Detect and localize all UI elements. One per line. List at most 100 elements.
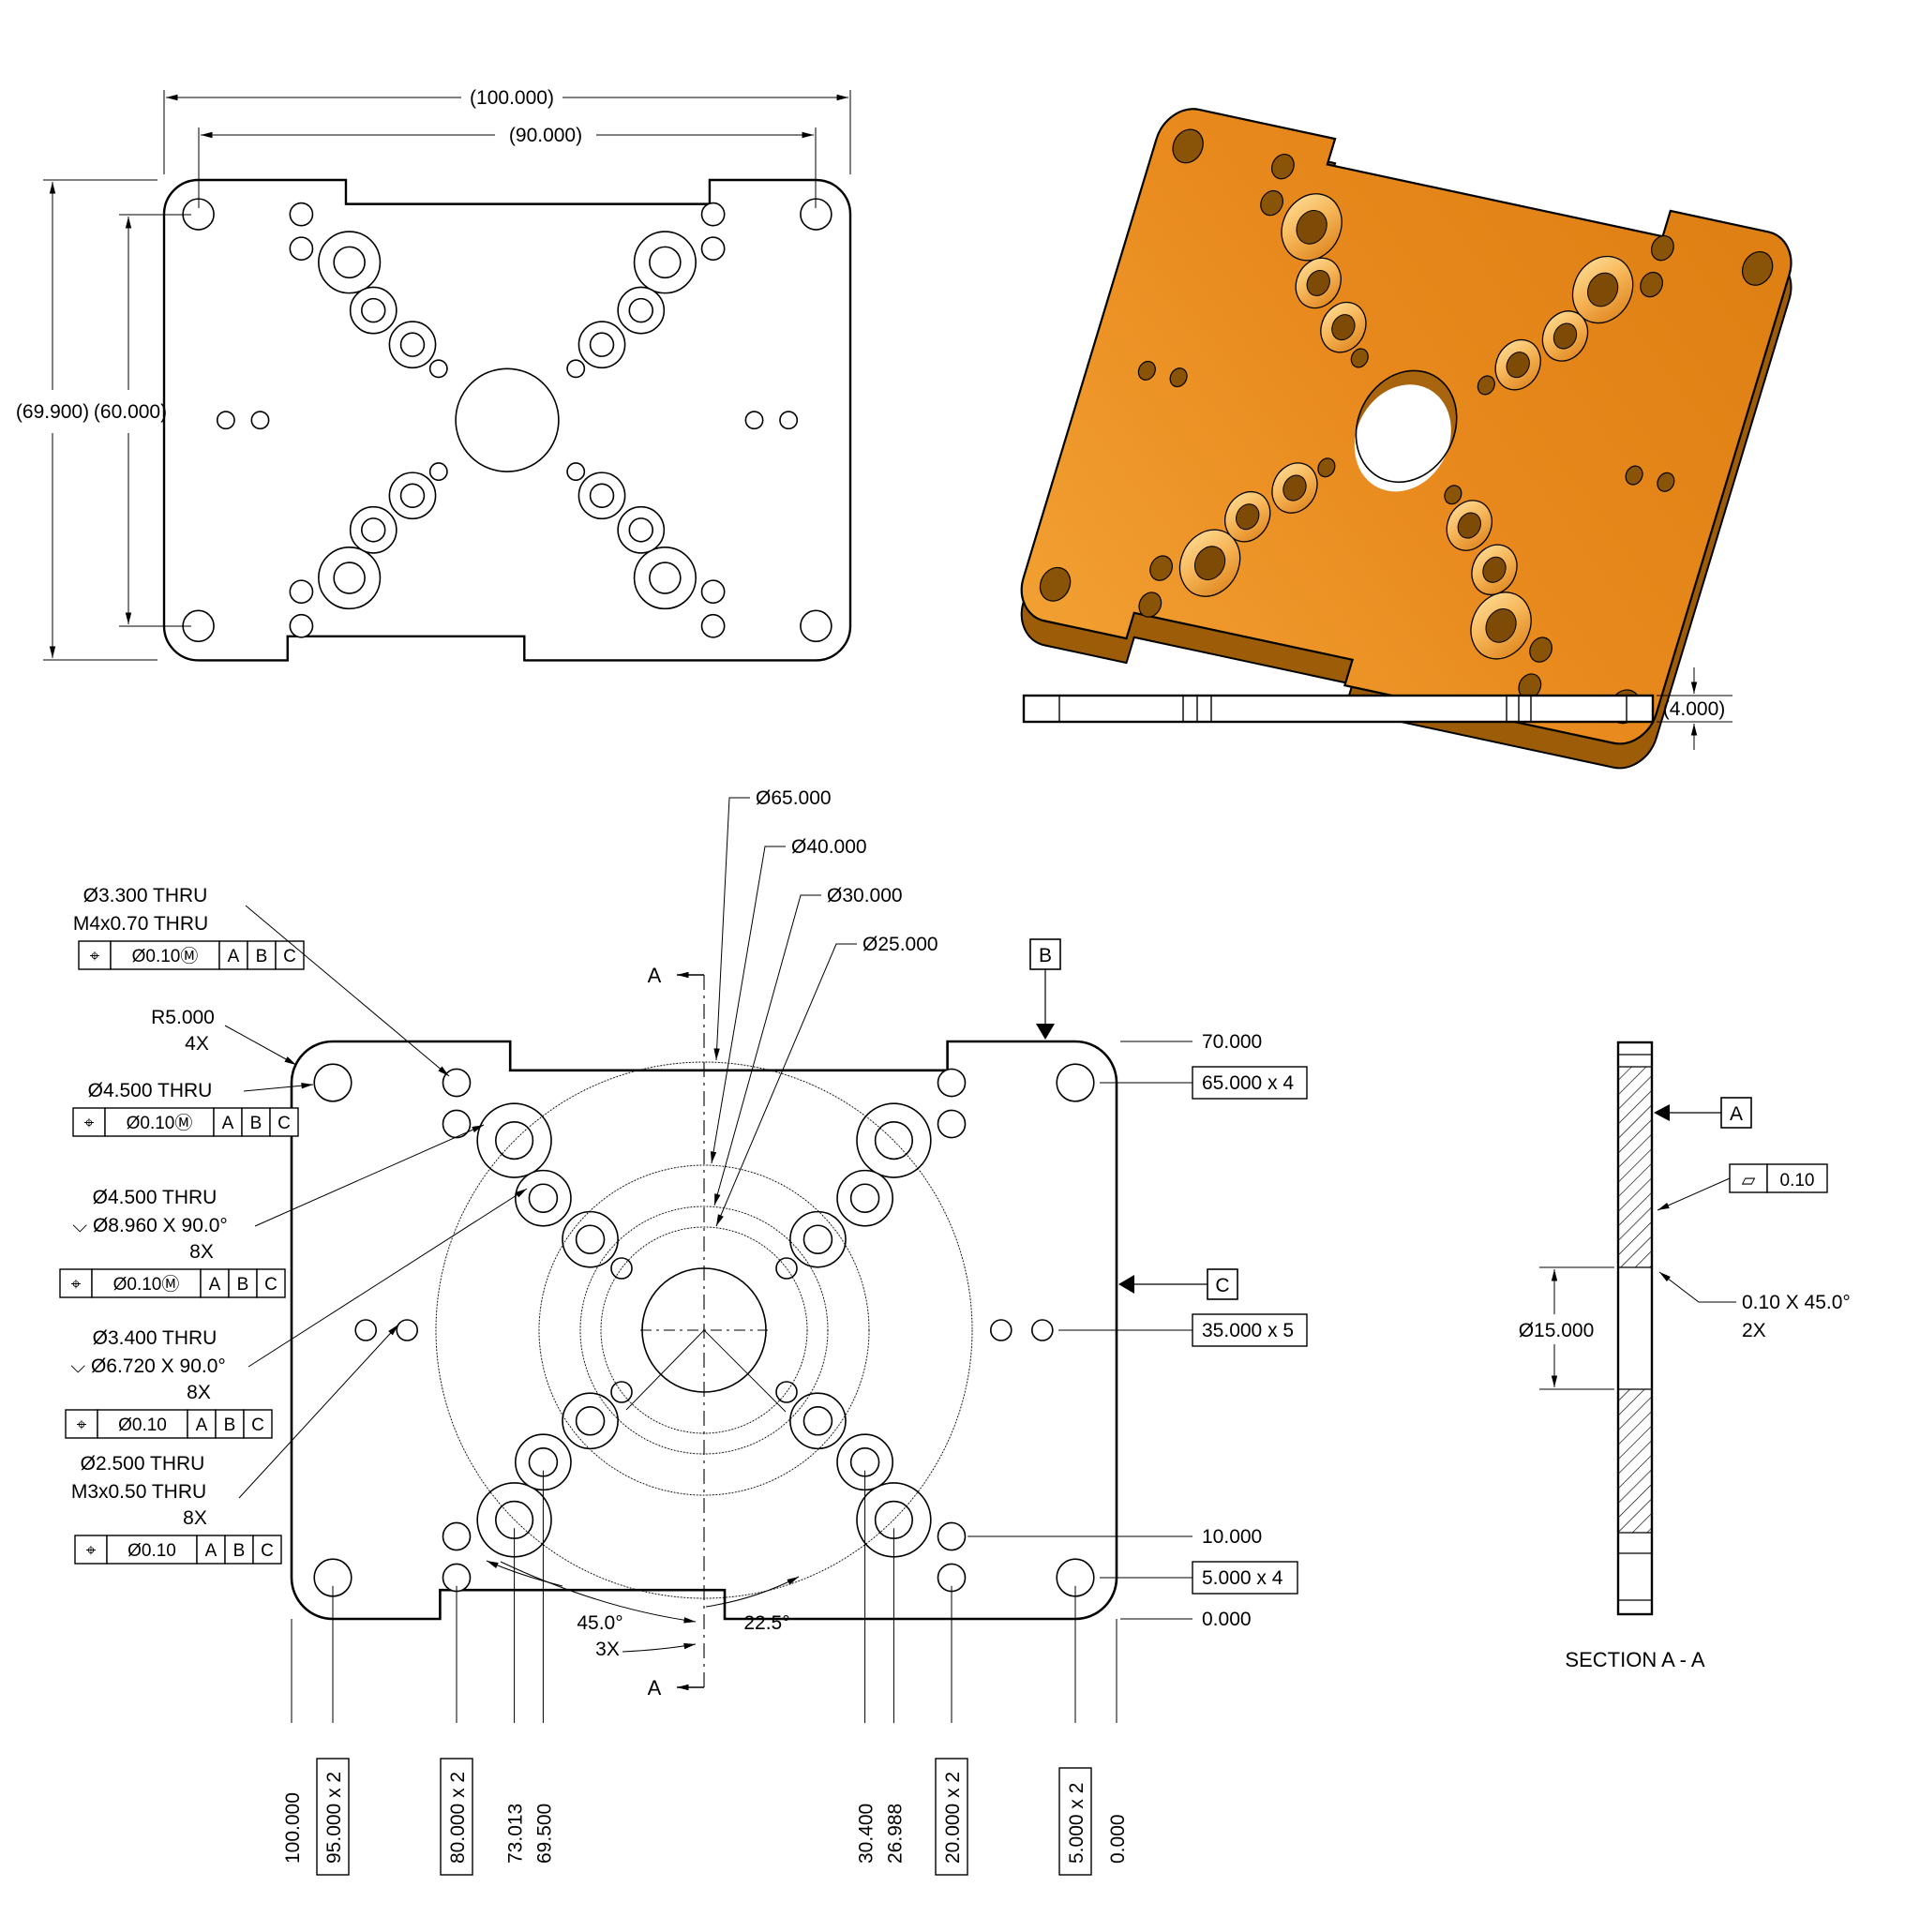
side-view: (4.000) [1022,667,1732,750]
ordinate-label: 30.400 [856,1804,878,1864]
fcf-cell-text: A [209,1275,221,1295]
m3-hole [1032,1320,1053,1340]
angle-45-count: 3X [595,1639,620,1660]
m3-hole [611,1382,632,1402]
callout-line: Ø3.400 THRU [93,1327,218,1349]
flatness-value: 0.10 [1780,1171,1815,1191]
m3-hole [1349,347,1371,368]
m4-hole [702,580,725,603]
fcf-cell-text: B [224,1415,236,1435]
countersink-bore [629,299,652,322]
m4-hole [442,1522,470,1550]
ordinate-label: 26.988 [884,1804,906,1864]
callout-line: Ø3.300 THRU [83,885,208,906]
callout-line: ⌵ Ø6.720 X 90.0° [70,1355,226,1377]
countersink-bore [401,333,425,356]
diameter-label: Ø40.000 [791,836,867,858]
countersink-bore [362,299,385,322]
fcf-cell [104,1107,215,1137]
countersink-bore [1304,268,1333,297]
section-title: SECTION A - A [1565,1648,1704,1671]
ordinate-label: 100.000 [282,1792,304,1864]
countersink-bore [1504,350,1533,379]
angle-225-label: 22.5° [743,1612,789,1634]
leader-line [248,1188,528,1368]
fcf-cell-text: C [264,1275,278,1295]
fcf-cell [187,1409,217,1439]
ordinate-label: 73.013 [505,1804,527,1864]
bore-dim: Ø15.000 [1511,1266,1614,1390]
m3-hole [1476,374,1497,396]
m3-hole [1168,367,1190,388]
countersink-bore [577,1225,605,1253]
section-hatch-upper [1619,1067,1651,1267]
chamfer-count: 2X [1742,1320,1766,1341]
top-view-plate [164,180,850,660]
section-arrow-top-label: A [648,964,662,987]
leader-line [254,1124,485,1227]
fcf-cell [224,1535,254,1565]
dim-label-60: (60.000) [94,401,167,423]
fcf-cell-text: C [278,1114,291,1133]
fcf-cell-text: A [205,1541,218,1561]
fcf-cell [241,1107,271,1137]
callout-line: Ø4.500 THRU [93,1187,218,1208]
countersink-bore [1191,544,1229,583]
fcf-cell-text: ⌖ [84,1114,95,1133]
fcf-cell-text: C [261,1541,274,1561]
m4-hole [702,237,725,260]
ordinate-label: 69.500 [533,1804,555,1864]
center-lines [625,1329,787,1413]
datum-a-flag: A [1654,1097,1752,1129]
corner-hole [1169,127,1208,166]
top-view: (100.000) (90.000) (69.900) (60.000) [16,87,850,660]
fcf-cell-text: B [237,1275,249,1295]
datum-b-flag: B [1029,938,1061,1040]
callout-line: M4x0.70 THRU [73,913,208,935]
m4-hole [290,615,312,637]
section-arrow-bottom-label: A [648,1676,662,1700]
fcf-cell-text: C [283,947,296,966]
m4-hole [290,580,312,603]
top-view-holes [183,199,832,641]
countersink-bore [650,247,681,277]
callout-line: 8X [183,1507,207,1529]
fcf-cell [106,1535,198,1565]
countersink-bore [1551,322,1580,351]
center-hole [456,368,559,472]
fcf-cell-text: Ø0.10Ⓜ [127,1113,193,1133]
countersink-bore [591,333,614,356]
countersink-bore [851,1184,879,1212]
angle-dims: 45.0° 3X 22.5° [486,1560,800,1660]
countersink-bore [362,518,385,542]
leader-line [238,1324,399,1499]
countersink-bore [650,562,681,593]
ordinate-box [1192,1561,1298,1595]
ordinate-box [316,1758,350,1876]
dim-label-100: (100.000) [470,87,554,109]
countersink-bore [496,1122,533,1160]
datum-a-label: A [1730,1103,1743,1125]
countersink-bore [591,484,614,507]
diameter-leader [713,797,750,1061]
ordinate-box [1192,1313,1308,1347]
m3-hole [355,1320,376,1340]
chamfer-note: 0.10 X 45.0° 2X [1658,1271,1851,1341]
m3-hole [567,360,584,377]
datum-c-flag: C [1118,1268,1238,1300]
ordinate-label: 35.000 x 5 [1202,1320,1294,1341]
callout-line: ⌵ Ø8.960 X 90.0° [72,1215,228,1236]
section-line: A A [648,964,705,1700]
m4-hole [1258,188,1286,217]
fcf-cell-text: A [196,1415,208,1435]
fcf-cell [196,1535,226,1565]
ordinate-box [440,1758,473,1876]
fcf-cell-text: Ø0.10Ⓜ [132,946,199,966]
